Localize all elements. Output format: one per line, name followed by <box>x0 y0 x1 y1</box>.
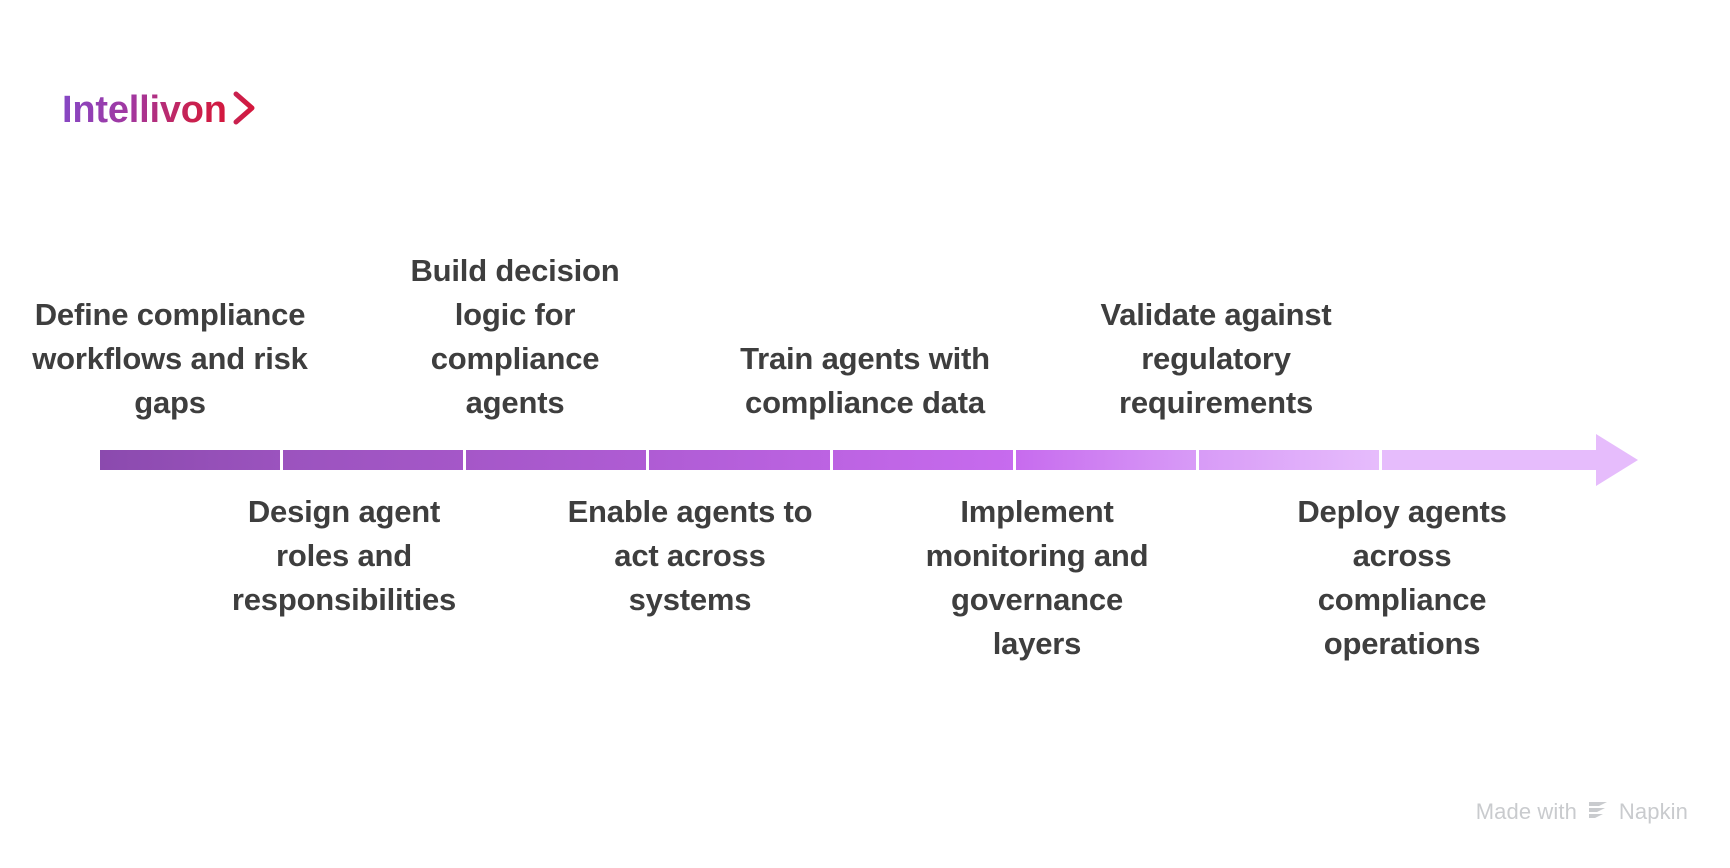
timeline-segment-1 <box>100 450 281 470</box>
timeline-segment-2 <box>283 450 464 470</box>
arrow-right-icon <box>1556 433 1640 487</box>
brand-wordmark: Intellivon <box>62 89 227 131</box>
timeline-step-label-3: Build decision logic for compliance agen… <box>410 252 620 420</box>
timeline-segment-8 <box>1381 450 1562 470</box>
watermark-made-with-text: Made with <box>1475 799 1577 824</box>
timeline-step-label-6: Implement monitoring and governance laye… <box>925 494 1149 662</box>
timeline-bar <box>100 450 1562 470</box>
brand-logo: Intellivon <box>62 88 258 132</box>
chevron-right-icon <box>232 89 258 132</box>
napkin-logo-icon <box>1586 798 1610 826</box>
timeline-segment-6 <box>1015 450 1196 470</box>
timeline-step-label-7: Validate against regulatory requirements <box>1100 296 1332 420</box>
napkin-watermark: Made with Napkin <box>1476 798 1688 826</box>
timeline-step-label-1: Define compliance workflows and risk gap… <box>32 296 308 420</box>
timeline-step-label-8: Deploy agents across compliance operatio… <box>1297 494 1507 662</box>
timeline-segment-5 <box>832 450 1013 470</box>
timeline-step-label-2: Design agent roles and responsibilities <box>231 494 457 618</box>
timeline-segment-3 <box>466 450 647 470</box>
watermark-brand-text: Napkin <box>1618 799 1688 824</box>
timeline-segment-7 <box>1198 450 1379 470</box>
timeline-step-label-4: Enable agents to act across systems <box>567 494 813 618</box>
timeline-segment-4 <box>649 450 830 470</box>
timeline-step-label-5: Train agents with compliance data <box>740 340 990 420</box>
